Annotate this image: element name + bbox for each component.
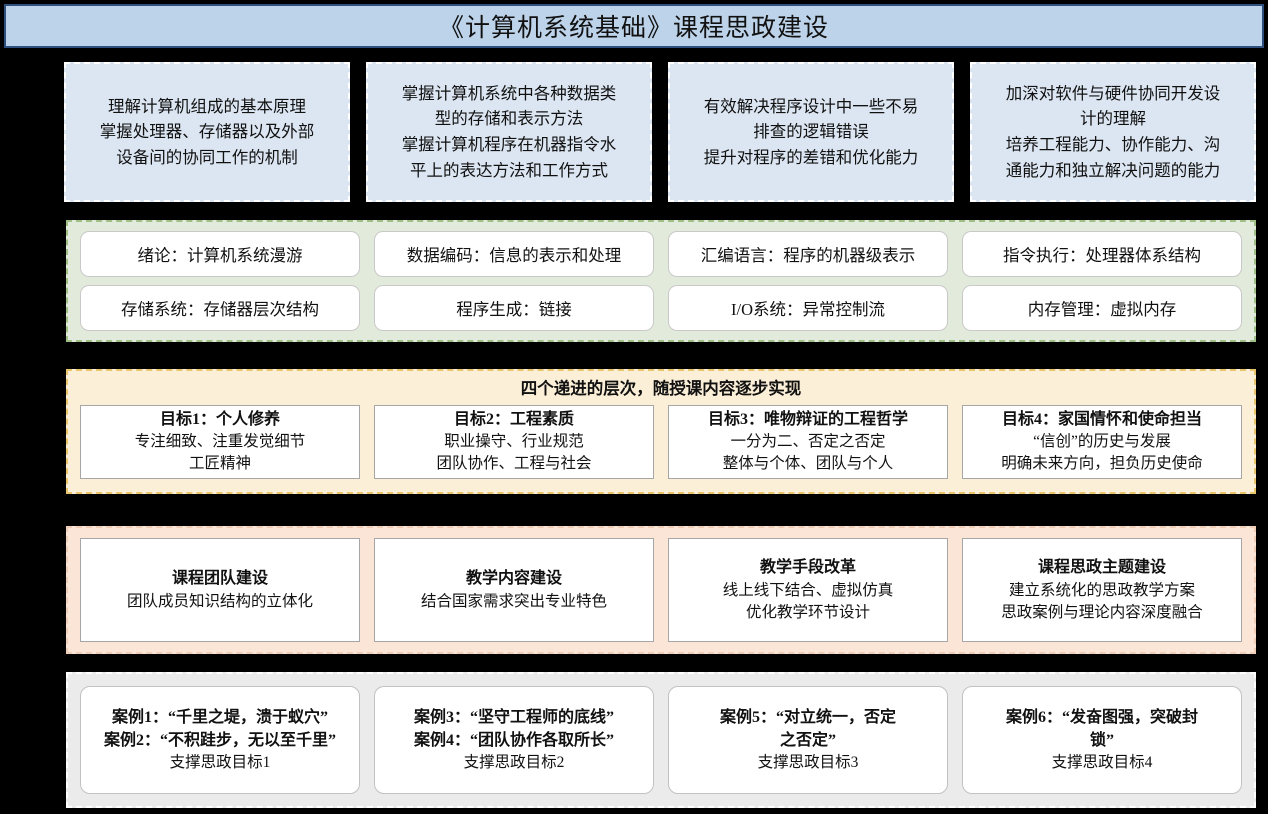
goal-title: 目标2：工程素质 <box>453 410 574 428</box>
objective-text: 理解计算机组成的基本原理 掌握处理器、存储器以及外部 设备间的协同工作的机制 <box>99 96 315 167</box>
page-title: 《计算机系统基础》课程思政建设 <box>438 15 829 42</box>
goal-body: 一分为二、否定之否定 整体与个体、团队与个人 <box>722 433 894 473</box>
goal-body: 职业操守、行业规范 团队协作、工程与社会 <box>436 433 592 473</box>
goals-heading: 四个递进的层次，随授课内容逐步实现 <box>520 379 802 398</box>
construction-box-2[interactable]: 教学内容建设 结合国家需求突出专业特色 <box>374 538 654 642</box>
construction-box-4[interactable]: 课程思政主题建设 建立系统化的思政教学方案 思政案例与理论内容深度融合 <box>962 538 1242 642</box>
construction-title: 课程团队建设 <box>171 569 268 587</box>
goal-box-3[interactable]: 目标3：唯物辩证的工程哲学 一分为二、否定之否定 整体与个体、团队与个人 <box>668 405 948 480</box>
construction-grid: 课程团队建设 团队成员知识结构的立体化 教学内容建设 结合国家需求突出专业特色 … <box>80 538 1242 642</box>
case-title: 案例1：“千里之堤，溃于蚁穴” 案例2：“不积跬步，无以至千里” <box>103 708 336 749</box>
case-support-label: 支撑思政目标1 <box>169 753 271 771</box>
goal-box-1[interactable]: 目标1：个人修养 专注细致、注重发觉细节 工匠精神 <box>80 405 360 480</box>
construction-body: 结合国家需求突出专业特色 <box>420 592 607 610</box>
case-title: 案例5：“对立统一，否定 之否定” <box>719 708 896 749</box>
module-box-8[interactable]: 内存管理：虚拟内存 <box>962 285 1242 331</box>
construction-body: 线上线下结合、虚拟仿真 优化教学环节设计 <box>722 581 894 621</box>
case-support-label: 支撑思政目标4 <box>1051 753 1153 771</box>
module-box-2[interactable]: 数据编码：信息的表示和处理 <box>374 231 654 277</box>
construction-title: 教学手段改革 <box>759 558 856 576</box>
goal-body: 专注细致、注重发觉细节 工匠精神 <box>134 433 306 473</box>
cases-band: 案例1：“千里之堤，溃于蚁穴” 案例2：“不积跬步，无以至千里” 支撑思政目标1… <box>66 672 1256 808</box>
goal-title: 目标4：家国情怀和使命担当 <box>1001 410 1202 428</box>
module-box-7[interactable]: I/O系统：异常控制流 <box>668 285 948 331</box>
construction-title: 教学内容建设 <box>465 569 562 587</box>
construction-box-3[interactable]: 教学手段改革 线上线下结合、虚拟仿真 优化教学环节设计 <box>668 538 948 642</box>
construction-band: 课程团队建设 团队成员知识结构的立体化 教学内容建设 结合国家需求突出专业特色 … <box>66 526 1256 654</box>
construction-body: 团队成员知识结构的立体化 <box>126 592 313 610</box>
module-box-5[interactable]: 存储系统：存储器层次结构 <box>80 285 360 331</box>
modules-band: 绪论：计算机系统漫游 数据编码：信息的表示和处理 汇编语言：程序的机器级表示 指… <box>66 220 1256 342</box>
objective-box-2: 掌握计算机系统中各种数据类 型的存储和表示方法 掌握计算机程序在机器指令水 平上… <box>366 62 652 202</box>
module-box-4[interactable]: 指令执行：处理器体系结构 <box>962 231 1242 277</box>
case-title: 案例3：“坚守工程师的底线” 案例4：“团队协作各取所长” <box>413 708 614 749</box>
objective-text: 有效解决程序设计中一些不易 排查的逻辑错误 提升对程序的差错和优化能力 <box>703 96 919 167</box>
objective-box-3: 有效解决程序设计中一些不易 排查的逻辑错误 提升对程序的差错和优化能力 <box>668 62 954 202</box>
construction-box-1[interactable]: 课程团队建设 团队成员知识结构的立体化 <box>80 538 360 642</box>
case-box-1[interactable]: 案例1：“千里之堤，溃于蚁穴” 案例2：“不积跬步，无以至千里” 支撑思政目标1 <box>80 686 360 794</box>
cases-grid: 案例1：“千里之堤，溃于蚁穴” 案例2：“不积跬步，无以至千里” 支撑思政目标1… <box>80 686 1242 794</box>
construction-title: 课程思政主题建设 <box>1037 558 1166 576</box>
goal-title: 目标1：个人修养 <box>159 410 280 428</box>
case-box-4[interactable]: 案例6：“发奋图强，突破封 锁” 支撑思政目标4 <box>962 686 1242 794</box>
case-support-label: 支撑思政目标3 <box>757 753 859 771</box>
objectives-row: 理解计算机组成的基本原理 掌握处理器、存储器以及外部 设备间的协同工作的机制 掌… <box>64 62 1256 202</box>
objective-box-1: 理解计算机组成的基本原理 掌握处理器、存储器以及外部 设备间的协同工作的机制 <box>64 62 350 202</box>
module-box-6[interactable]: 程序生成：链接 <box>374 285 654 331</box>
objective-box-4: 加深对软件与硬件协同开发设 计的理解 培养工程能力、协作能力、沟 通能力和独立解… <box>970 62 1256 202</box>
module-box-1[interactable]: 绪论：计算机系统漫游 <box>80 231 360 277</box>
page-title-bar: 《计算机系统基础》课程思政建设 <box>4 4 1264 48</box>
goal-title: 目标3：唯物辩证的工程哲学 <box>707 410 908 428</box>
case-box-2[interactable]: 案例3：“坚守工程师的底线” 案例4：“团队协作各取所长” 支撑思政目标2 <box>374 686 654 794</box>
objective-text: 加深对软件与硬件协同开发设 计的理解 培养工程能力、协作能力、沟 通能力和独立解… <box>1005 83 1221 180</box>
case-support-label: 支撑思政目标2 <box>463 753 565 771</box>
goal-box-4[interactable]: 目标4：家国情怀和使命担当 “信创”的历史与发展 明确未来方向，担负历史使命 <box>962 405 1242 480</box>
goals-band: 四个递进的层次，随授课内容逐步实现 目标1：个人修养 专注细致、注重发觉细节 工… <box>66 369 1256 494</box>
case-title: 案例6：“发奋图强，突破封 锁” <box>1005 708 1198 749</box>
goals-grid: 目标1：个人修养 专注细致、注重发觉细节 工匠精神 目标2：工程素质 职业操守、… <box>80 405 1242 480</box>
construction-body: 建立系统化的思政教学方案 思政案例与理论内容深度融合 <box>1001 581 1203 621</box>
objective-text: 掌握计算机系统中各种数据类 型的存储和表示方法 掌握计算机程序在机器指令水 平上… <box>401 83 617 180</box>
goal-box-2[interactable]: 目标2：工程素质 职业操守、行业规范 团队协作、工程与社会 <box>374 405 654 480</box>
goal-body: “信创”的历史与发展 明确未来方向，担负历史使命 <box>1001 433 1203 473</box>
module-box-3[interactable]: 汇编语言：程序的机器级表示 <box>668 231 948 277</box>
case-box-3[interactable]: 案例5：“对立统一，否定 之否定” 支撑思政目标3 <box>668 686 948 794</box>
modules-grid: 绪论：计算机系统漫游 数据编码：信息的表示和处理 汇编语言：程序的机器级表示 指… <box>80 231 1242 331</box>
